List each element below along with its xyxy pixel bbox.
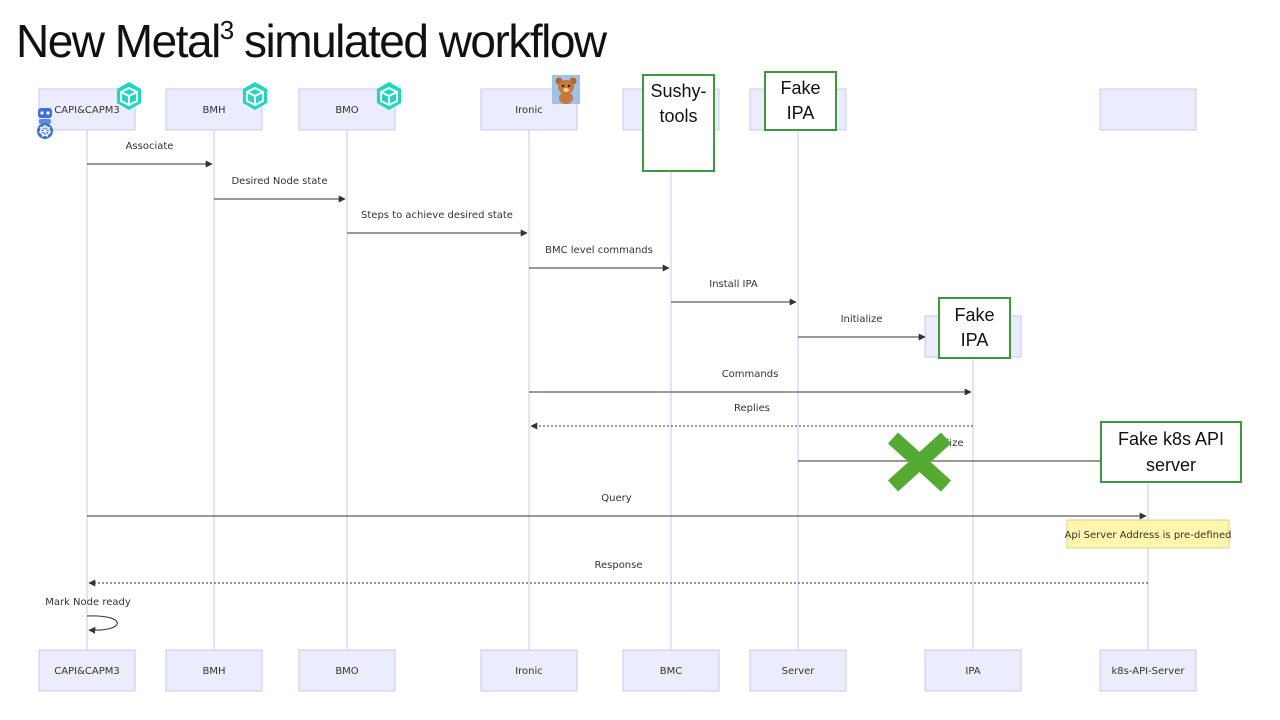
actor-box-bottom-ironic	[480, 649, 578, 692]
page-title: New Metal3 simulated workflow	[16, 14, 607, 68]
actor-box-bottom-capi	[38, 649, 136, 692]
actor-box-bottom-bmc	[622, 649, 720, 692]
overlay-fake-ipa-2-line-0: Fake	[954, 305, 994, 325]
actor-label-top-capi: CAPI&CAPM3	[54, 105, 119, 116]
overlay-sushy: Sushy-tools	[642, 74, 715, 172]
actor-label-top-bmo: BMO	[335, 105, 358, 116]
actor-box-bottom-bmo	[298, 649, 396, 692]
robot-kubernetes-icon	[37, 108, 53, 139]
actor-label-bottom-ipa: IPA	[965, 666, 980, 677]
overlay-sushy-line-1: tools	[659, 106, 697, 126]
metal3-cube-icon	[116, 82, 142, 110]
message-label-1: Desired Node state	[231, 176, 327, 187]
metal3-cube-icon	[376, 82, 402, 110]
actor-label-top-ironic: Ironic	[515, 105, 543, 116]
overlay-fake-k8s: Fake k8s API server	[1100, 421, 1242, 483]
title-main: New Metal	[16, 15, 221, 67]
overlay-fake-ipa-2-line-1: IPA	[961, 330, 989, 350]
actor-label-bottom-server: Server	[782, 666, 816, 677]
message-label-8: lize	[947, 438, 964, 449]
overlay-sushy-line-0: Sushy-	[650, 81, 706, 101]
message-label-7: Replies	[734, 403, 770, 414]
message-arrow-self	[86, 615, 118, 634]
message-label-9: Query	[601, 493, 631, 504]
title-rest: simulated workflow	[232, 15, 607, 67]
overlay-fake-ipa-1-line-1: IPA	[787, 103, 815, 123]
actor-label-bottom-capi: CAPI&CAPM3	[54, 666, 119, 677]
metal3-cube-icon	[242, 82, 268, 110]
actor-box-bottom-k8s	[1099, 649, 1197, 692]
actor-label-top-bmh: BMH	[202, 105, 225, 116]
message-label-5: Initialize	[841, 314, 883, 325]
note-box	[1066, 519, 1230, 549]
actor-box-bottom-server	[749, 649, 847, 692]
actor-box-bottom-bmh	[165, 649, 263, 692]
actor-label-bottom-bmh: BMH	[202, 666, 225, 677]
message-label-2: Steps to achieve desired state	[361, 210, 513, 221]
message-label-4: Install IPA	[709, 279, 758, 290]
message-label-11: Mark Node ready	[45, 597, 131, 608]
overlay-fake-k8s-line-0: Fake k8s API	[1118, 429, 1224, 449]
actor-label-bottom-ironic: Ironic	[515, 666, 543, 677]
message-label-6: Commands	[722, 369, 779, 380]
overlay-fake-ipa-1-line-0: Fake	[780, 78, 820, 98]
message-label-3: BMC level commands	[545, 245, 653, 256]
message-label-10: Response	[594, 560, 642, 571]
bear-icon	[552, 75, 580, 104]
actor-label-bottom-bmc: BMC	[660, 666, 682, 677]
overlay-fake-k8s-line-1: server	[1146, 455, 1196, 475]
title-superscript: 3	[219, 14, 234, 45]
note-text: Api Server Address is pre-defined	[1065, 530, 1232, 541]
actor-box-bottom-ipa	[924, 649, 1022, 692]
actor-label-bottom-k8s: k8s-API-Server	[1112, 666, 1186, 677]
actor-label-bottom-bmo: BMO	[335, 666, 358, 677]
message-label-0: Associate	[126, 141, 174, 152]
actor-box-top-k8s	[1099, 88, 1197, 131]
cross-icon	[887, 432, 952, 492]
